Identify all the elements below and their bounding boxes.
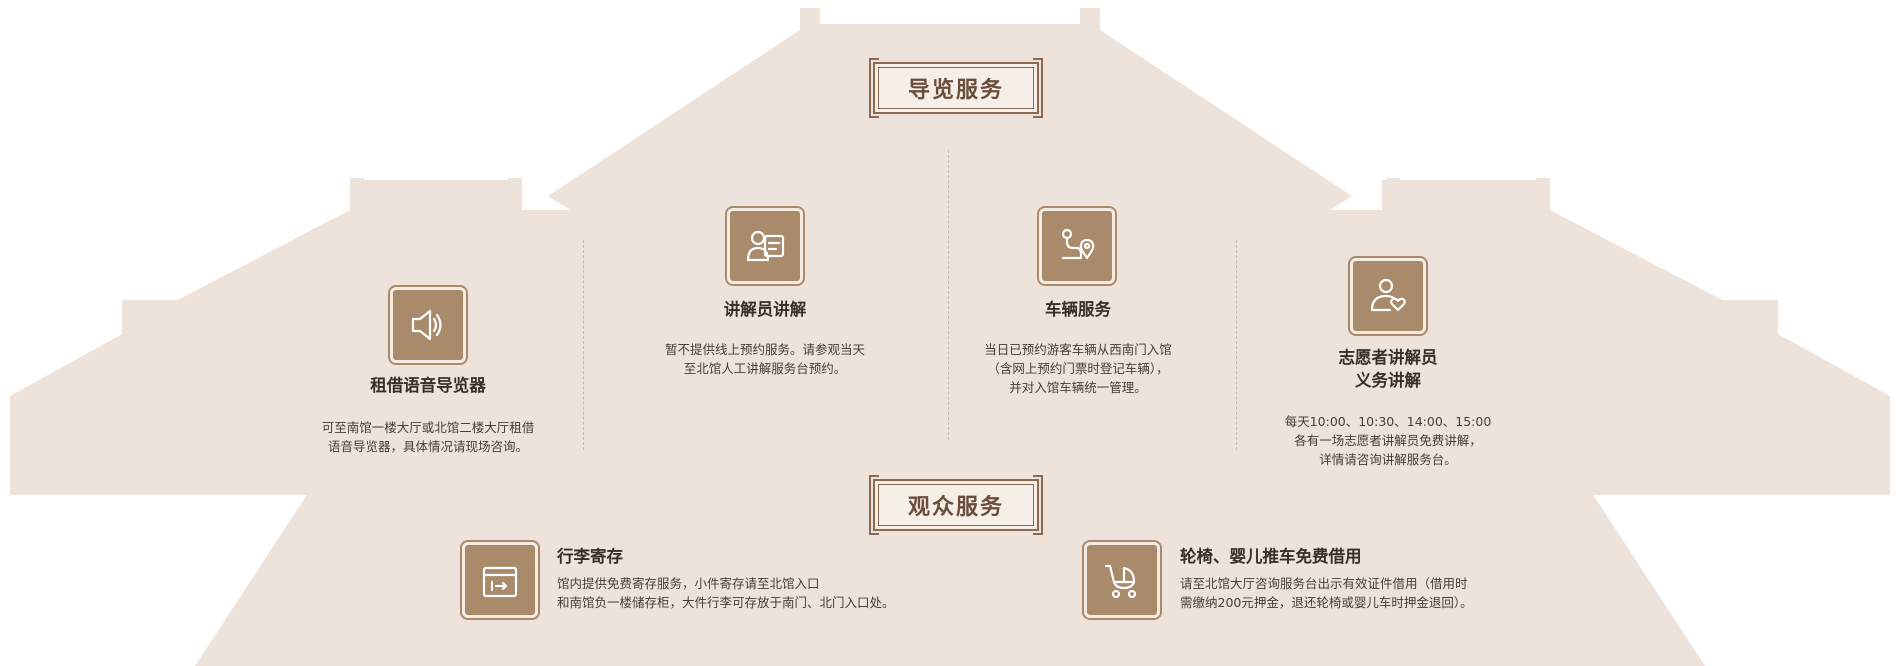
section-title-guide-text: 导览服务 [907, 77, 1004, 103]
vehicle-desc: 当日已预约游客车辆从西南门入馆 （含网上预约门票时登记车辆）， 并对入馆车辆统一… [938, 340, 1218, 397]
volunteer-icon-box [1350, 258, 1426, 334]
desc-line: 馆内提供免费寄存服务，小件寄存请至北馆入口 [557, 576, 820, 591]
desc-line: 当日已预约游客车辆从西南门入馆 [984, 342, 1172, 357]
speaker-icon [411, 309, 442, 341]
column-divider [583, 240, 584, 450]
docent-icon-box [727, 208, 803, 284]
desc-line: 可至南馆一楼大厅或北馆二楼大厅租借 [321, 420, 535, 435]
volunteer-heart-icon [1370, 278, 1406, 312]
vehicle-title: 车辆服务 [1045, 300, 1111, 319]
desc-line: 和南馆负一楼储存柜，大件行李可存放于南门、北门入口处。 [557, 595, 895, 610]
wheelchair-title: 轮椅、婴儿推车免费借用 [1180, 547, 1362, 566]
volunteer-desc: 每天10:00、10:30、14:00、15:00 各有一场志愿者讲解员免费讲解… [1243, 412, 1533, 469]
wheelchair-desc: 请至北馆大厅咨询服务台出示有效证件借用（借用时 需缴纳200元押金，退还轮椅或婴… [1180, 574, 1540, 612]
volunteer-title: 志愿者讲解员 义务讲解 [1290, 346, 1486, 392]
luggage-icon-box [462, 542, 538, 618]
desc-line: 各有一场志愿者讲解员免费讲解， [1294, 433, 1482, 448]
column-divider [1236, 240, 1237, 450]
docent-title: 讲解员讲解 [723, 300, 807, 319]
desc-line: 语音导览器，具体情况请现场咨询。 [327, 439, 528, 454]
title-line: 志愿者讲解员 [1338, 348, 1438, 367]
route-pin-icon [1061, 228, 1095, 260]
wheelchair-icon-box [1084, 542, 1160, 618]
luggage-title: 行李寄存 [557, 547, 623, 566]
desc-line: 暂不提供线上预约服务。请参观当天 [664, 342, 865, 357]
locker-icon [482, 566, 518, 598]
desc-line: 需缴纳200元押金，退还轮椅或婴儿车时押金退回）。 [1180, 595, 1473, 610]
luggage-desc: 馆内提供免费寄存服务，小件寄存请至北馆入口 和南馆负一楼储存柜，大件行李可存放于… [557, 574, 957, 612]
desc-line: 并对入馆车辆统一管理。 [1009, 380, 1147, 395]
guide-person-icon [746, 230, 785, 262]
desc-line: （含网上预约门票时登记车辆）， [987, 361, 1169, 376]
audio-guide-title: 租借语音导览器 [370, 376, 486, 395]
desc-line: 至北馆人工讲解服务台预约。 [683, 361, 847, 376]
desc-line: 详情请咨询讲解服务台。 [1319, 452, 1457, 467]
vehicle-icon-box [1039, 208, 1115, 284]
stroller-icon [1104, 564, 1137, 599]
column-divider [948, 150, 949, 440]
audio-guide-icon-box [390, 287, 466, 363]
audio-guide-desc: 可至南馆一楼大厅或北馆二楼大厅租借 语音导览器，具体情况请现场咨询。 [280, 418, 576, 456]
desc-line: 请至北馆大厅咨询服务台出示有效证件借用（借用时 [1180, 576, 1468, 591]
desc-line: 每天10:00、10:30、14:00、15:00 [1284, 414, 1492, 429]
title-line: 义务讲解 [1355, 371, 1421, 390]
docent-desc: 暂不提供线上预约服务。请参观当天 至北馆人工讲解服务台预约。 [620, 340, 910, 378]
section-title-visitor-text: 观众服务 [907, 494, 1004, 520]
section-title-guide: 导览服务 [869, 58, 1043, 118]
section-title-visitor: 观众服务 [869, 475, 1043, 535]
